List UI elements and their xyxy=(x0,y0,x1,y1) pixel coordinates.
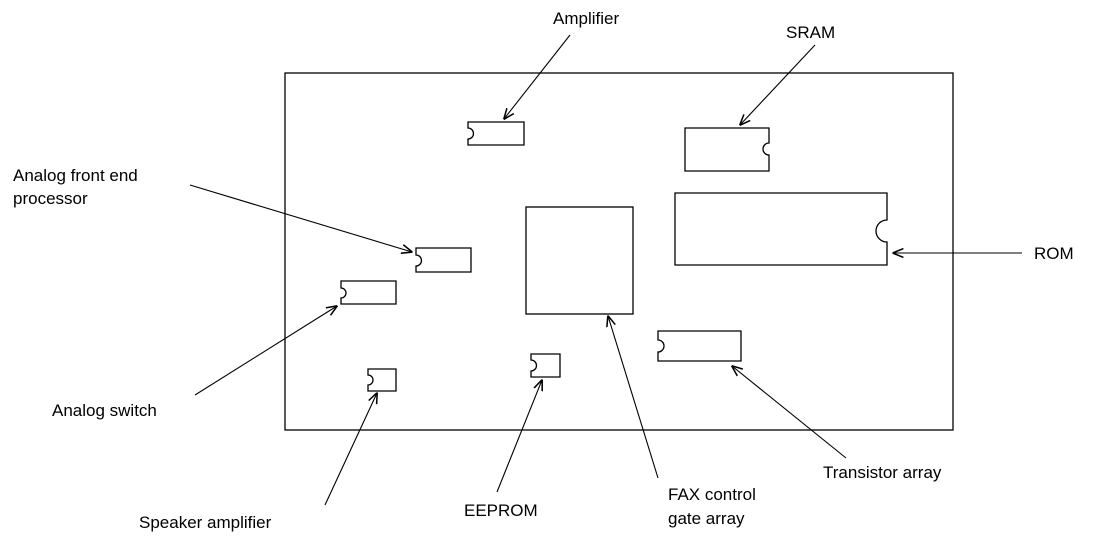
speaker-amplifier-chip xyxy=(367,368,397,392)
eeprom-label: EEPROM xyxy=(464,501,538,520)
circuit-board-outline xyxy=(284,72,954,431)
sram-leader-arrow xyxy=(740,44,816,125)
speaker-amplifier-label: Speaker amplifier xyxy=(139,513,272,532)
eeprom-leader-arrow xyxy=(496,380,542,493)
sram-label: SRAM xyxy=(786,23,835,42)
fax-control-gate-array-chip xyxy=(525,206,634,315)
fax-control-gate-array-label-line1: FAX control xyxy=(668,485,756,504)
analog-switch-chip xyxy=(340,280,397,305)
analog-front-end-processor-leader-arrow xyxy=(189,184,412,252)
amplifier-chip xyxy=(467,121,525,146)
fax-control-gate-array-leader-arrow xyxy=(608,316,659,479)
analog-front-end-processor-label-line2: processor xyxy=(13,189,88,208)
amplifier-label: Amplifier xyxy=(553,9,619,28)
rom-chip xyxy=(674,192,888,266)
transistor-array-chip xyxy=(657,330,742,362)
transistor-array-label: Transistor array xyxy=(823,463,942,482)
amplifier-leader-arrow xyxy=(504,34,571,119)
analog-front-end-processor-label-line1: Analog front end xyxy=(13,166,138,185)
speaker-amplifier-leader-arrow xyxy=(324,393,377,506)
fax-control-gate-array-label-line2: gate array xyxy=(668,509,745,528)
rom-label: ROM xyxy=(1034,244,1074,263)
analog-switch-leader-arrow xyxy=(194,306,337,396)
analog-front-end-processor-chip xyxy=(415,247,472,273)
transistor-array-leader-arrow xyxy=(732,366,847,459)
analog-switch-label: Analog switch xyxy=(52,401,157,420)
eeprom-chip xyxy=(530,353,561,378)
sram-chip xyxy=(684,127,770,172)
